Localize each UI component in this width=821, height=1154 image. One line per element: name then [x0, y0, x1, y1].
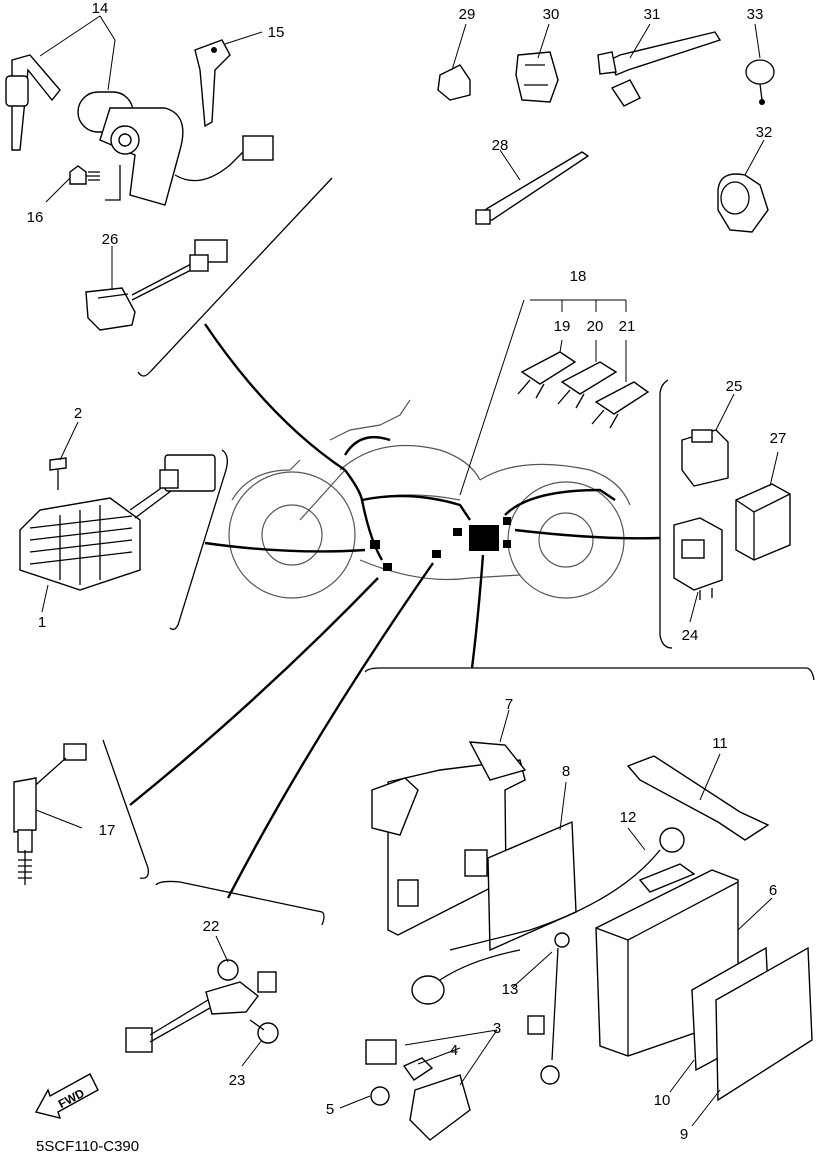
- callout-9: 9: [680, 1126, 688, 1143]
- callout-6: 6: [769, 882, 777, 899]
- motorcycle-outline: [228, 399, 631, 599]
- callout-11: 11: [712, 735, 728, 752]
- callout-15: 15: [268, 24, 285, 41]
- diagram-code: 5SCF110-C390: [36, 1138, 139, 1154]
- neutral-switch: [13, 743, 87, 885]
- fuse-set: [517, 299, 650, 429]
- rectifier-regulator: [19, 454, 216, 591]
- callout-7: 7: [505, 696, 513, 713]
- callout-32: 32: [756, 124, 773, 141]
- callout-24: 24: [682, 627, 699, 644]
- callout-22: 22: [203, 918, 220, 935]
- callout-14: 14: [92, 0, 109, 17]
- callout-25: 25: [726, 378, 743, 395]
- callout-31: 31: [644, 6, 661, 23]
- callout-28: 28: [492, 137, 509, 154]
- callout-10: 10: [654, 1092, 671, 1109]
- wiring-connector-26: [85, 239, 228, 331]
- callout-4: 4: [450, 1042, 458, 1059]
- clamps-group: [437, 31, 775, 233]
- callout-18: 18: [570, 268, 587, 285]
- sidestand-switch: [125, 959, 279, 1053]
- group-brackets: [102, 177, 815, 926]
- callout-5: 5: [326, 1101, 334, 1118]
- callout-30: 30: [543, 6, 560, 23]
- callout-17: 17: [99, 822, 116, 839]
- callout-16: 16: [27, 209, 44, 226]
- callout-26: 26: [102, 231, 119, 248]
- callout-33: 33: [747, 6, 764, 23]
- callout-19: 19: [554, 318, 571, 335]
- leader-lines: [35, 15, 779, 1127]
- callout-21: 21: [619, 318, 636, 335]
- callout-3: 3: [493, 1020, 501, 1037]
- fwd-arrow-icon: FWD: [34, 1073, 99, 1119]
- callout-labels: 14 15 16 26 2 1 29 30 31 33 28 32 18 19 …: [27, 0, 787, 1143]
- main-switch-assembly: [5, 39, 274, 206]
- callout-23: 23: [229, 1072, 246, 1089]
- callout-2: 2: [74, 405, 82, 422]
- callout-8: 8: [562, 763, 570, 780]
- callout-13: 13: [502, 981, 519, 998]
- callout-27: 27: [770, 430, 787, 447]
- relays-group: [673, 429, 791, 600]
- callout-1: 1: [38, 614, 46, 631]
- callout-20: 20: [587, 318, 604, 335]
- callout-12: 12: [620, 809, 637, 826]
- relay-block-marker: [469, 525, 499, 551]
- callout-29: 29: [459, 6, 476, 23]
- battery-group: [365, 741, 813, 1141]
